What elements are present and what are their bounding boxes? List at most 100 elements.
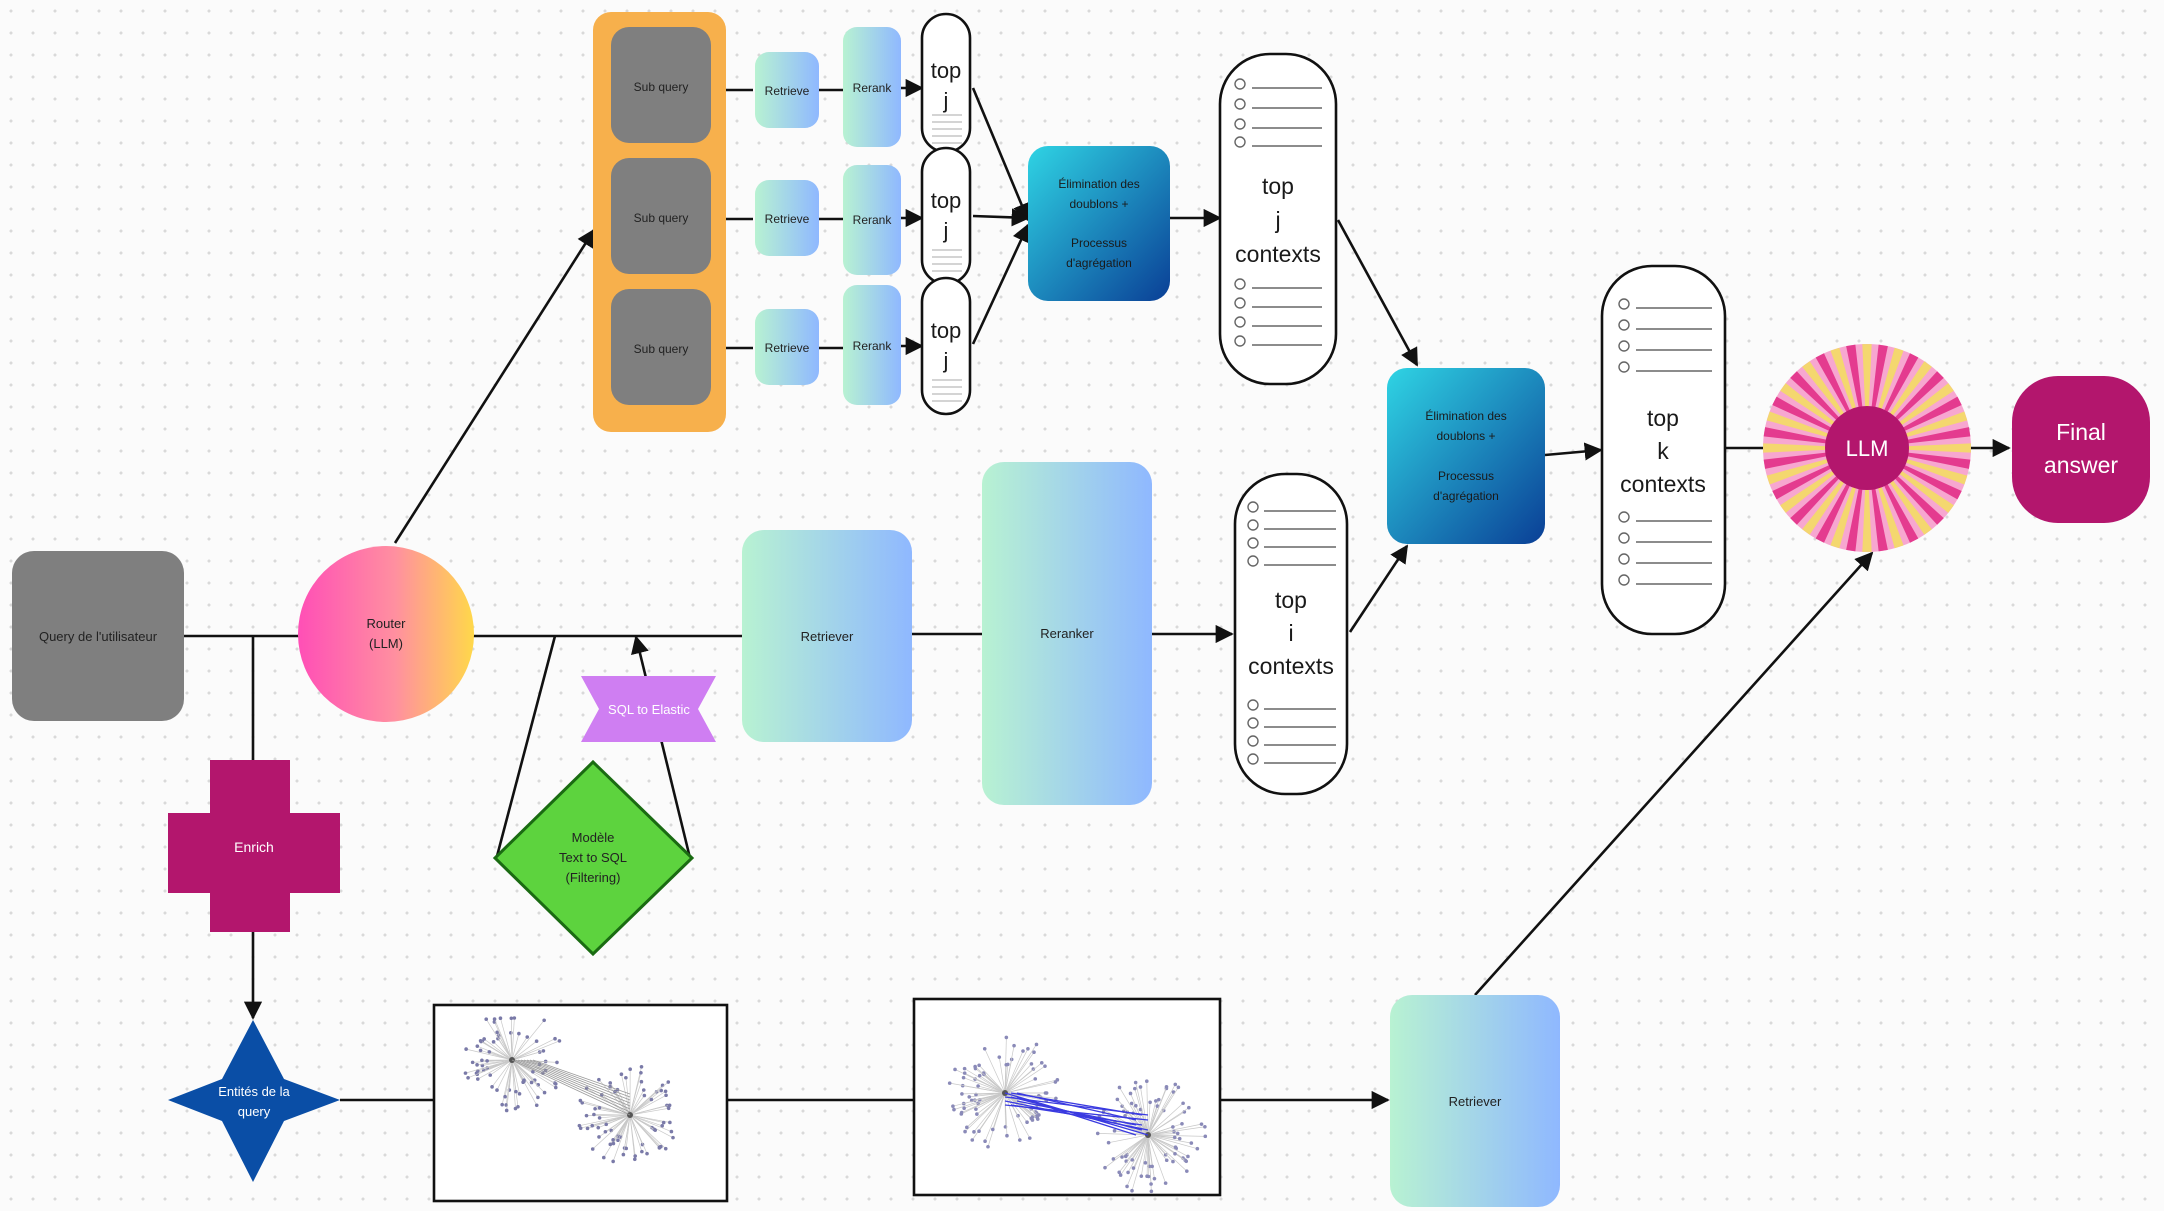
graph-node — [1111, 1157, 1116, 1161]
graph-edge — [623, 1114, 631, 1155]
graph-edge — [1004, 1062, 1042, 1094]
llm-burst-ray — [1904, 411, 1968, 438]
router-node: Router (LLM) — [298, 546, 474, 722]
svg-text:Élimination des: Élimination des — [1425, 408, 1506, 423]
graph-node — [542, 1018, 546, 1023]
graph-node — [666, 1106, 671, 1111]
edge-router-subqueries — [393, 228, 596, 544]
graph-node — [514, 1089, 518, 1094]
rerank-node-2: Rerank — [843, 165, 901, 275]
graph-node — [1173, 1145, 1178, 1149]
graph-node — [1164, 1084, 1169, 1089]
graph-edge — [592, 1114, 631, 1126]
edge-topi-dedup2 — [1348, 544, 1409, 633]
graph-edge — [477, 1059, 513, 1066]
graph-edge — [966, 1092, 1006, 1128]
graph-edge — [511, 1033, 520, 1061]
svg-text:Sub query: Sub query — [634, 342, 689, 356]
graph-edge — [612, 1114, 631, 1141]
svg-text:d'agrégation: d'agrégation — [1066, 256, 1132, 270]
top-k-contexts-list: top k contexts — [1600, 264, 1727, 636]
graph-edge — [629, 1114, 636, 1157]
graph-node — [1021, 1049, 1025, 1053]
sub-query-2: Sub query — [611, 158, 711, 274]
graph-edge — [1135, 1082, 1149, 1136]
graph-node — [1054, 1096, 1058, 1101]
graph-node — [1026, 1046, 1030, 1051]
graph-node — [1004, 1035, 1009, 1040]
graph-node — [1144, 1079, 1149, 1083]
llm-burst-ray — [1889, 361, 1932, 417]
graph-node — [482, 1037, 486, 1041]
graph-node — [584, 1113, 589, 1118]
graph-edge — [952, 1092, 1006, 1107]
sub-query-3: Sub query — [611, 289, 711, 405]
llm-node: LLM — [1763, 344, 1971, 552]
graph-node — [1037, 1113, 1041, 1117]
graph-node — [1005, 1133, 1009, 1138]
graph-node — [1177, 1136, 1182, 1141]
graph-node — [478, 1048, 483, 1053]
graph-edge — [1147, 1134, 1198, 1150]
graph-edge — [511, 1036, 528, 1061]
graph-edge — [629, 1081, 642, 1116]
graph-node — [1154, 1099, 1158, 1103]
graph-edge — [526, 1059, 631, 1101]
llm-burst-ray — [1830, 347, 1857, 411]
graph-edge — [511, 1040, 560, 1061]
graph-node — [495, 1030, 499, 1035]
graph-edge — [467, 1059, 513, 1079]
graph-node — [498, 1016, 503, 1021]
graph-edge — [477, 1059, 513, 1080]
graph-node — [490, 1085, 494, 1089]
graph-edge — [1097, 1133, 1149, 1136]
retrieve-node-3: Retrieve — [755, 309, 819, 385]
graph-edge — [984, 1092, 1006, 1142]
graph-node — [974, 1107, 978, 1111]
graph-edge — [511, 1059, 525, 1081]
graph-node — [604, 1122, 609, 1127]
graph-node — [657, 1145, 662, 1149]
graph-edge — [1147, 1134, 1175, 1138]
graph-edge — [605, 1114, 631, 1133]
graph-node — [960, 1092, 964, 1096]
graph-node — [491, 1040, 496, 1044]
graph-edge — [973, 1092, 1006, 1133]
svg-text:Enrich: Enrich — [234, 839, 274, 855]
graph-node — [1130, 1158, 1135, 1162]
graph-node — [1138, 1107, 1143, 1112]
graph-edge — [978, 1065, 1006, 1094]
graph-edge — [1004, 1064, 1009, 1094]
svg-text:Modèle: Modèle — [572, 830, 615, 845]
graph-node — [1173, 1151, 1177, 1156]
svg-text:Sub query: Sub query — [634, 80, 689, 94]
graph-node — [975, 1112, 979, 1116]
graph-edge — [1140, 1134, 1149, 1177]
graph-edge — [1147, 1134, 1192, 1144]
graph-node — [1139, 1174, 1144, 1178]
graph-node — [664, 1093, 668, 1098]
graph-edge — [1125, 1134, 1149, 1157]
graph-edge — [992, 1092, 1006, 1130]
graph-node — [639, 1064, 644, 1069]
graph-node — [534, 1039, 539, 1044]
graph-node — [608, 1142, 613, 1147]
graph-node — [1027, 1136, 1032, 1140]
llm-burst-ray — [1780, 470, 1836, 513]
llm-burst-ray — [1862, 487, 1872, 552]
graph-node — [1033, 1077, 1038, 1081]
graph-edge — [1140, 1086, 1149, 1136]
graph-node — [463, 1071, 468, 1075]
graph-node — [495, 1088, 499, 1092]
svg-text:Retrieve: Retrieve — [765, 84, 810, 98]
graph-node — [1123, 1154, 1128, 1159]
graph-node — [649, 1097, 654, 1102]
graph-node — [963, 1129, 967, 1134]
graph-node — [1187, 1105, 1191, 1110]
svg-text:(Filtering): (Filtering) — [566, 870, 621, 885]
svg-text:j: j — [943, 218, 949, 243]
graph-node — [478, 1038, 483, 1043]
graph-edge — [511, 1059, 556, 1088]
graph-edge — [466, 1048, 513, 1061]
top-j-pill-3: top j — [920, 276, 972, 416]
